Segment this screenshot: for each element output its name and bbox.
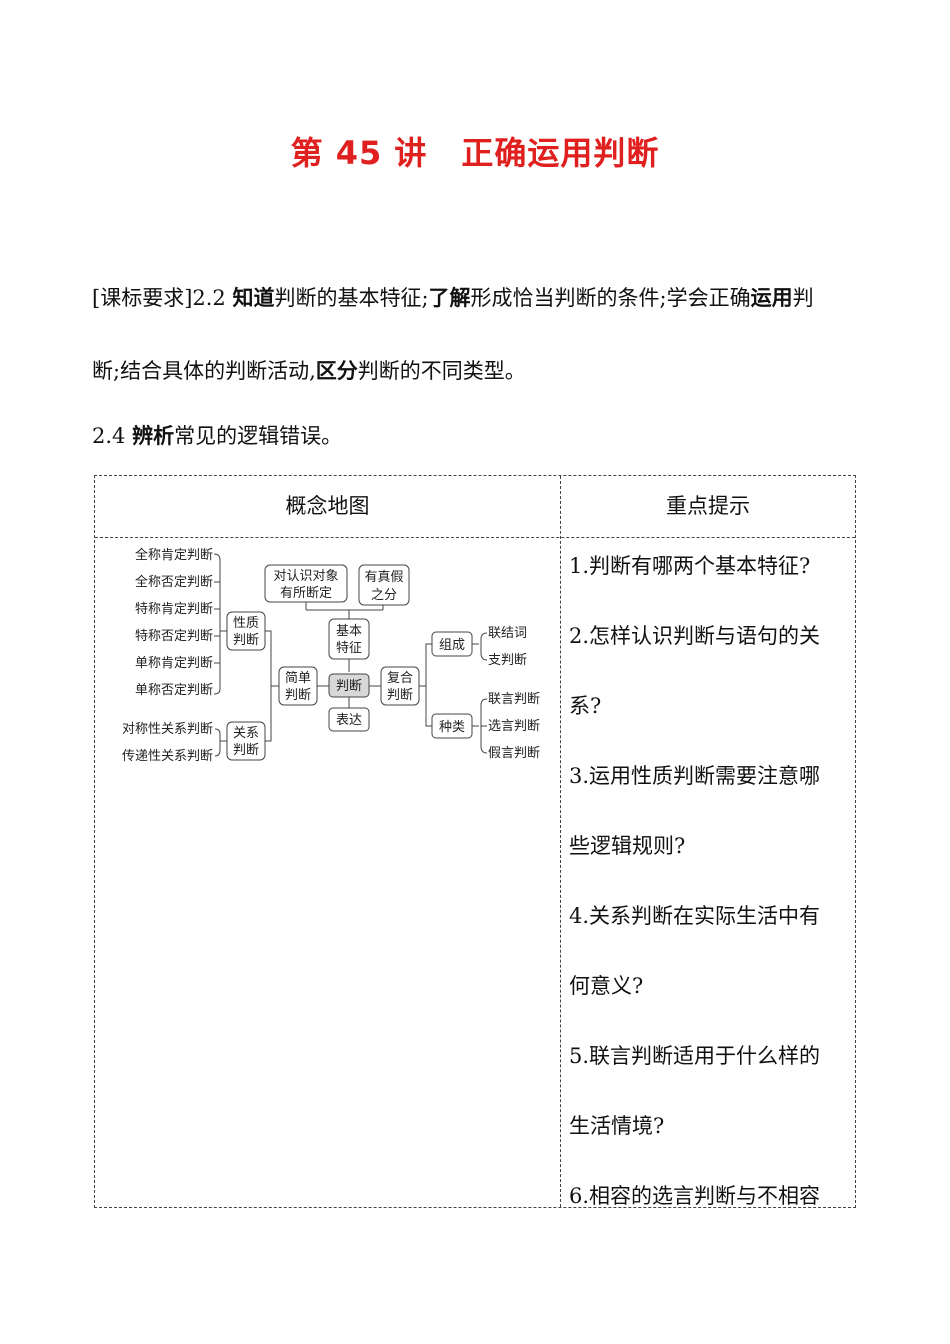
box-jiandan [278, 666, 318, 706]
box-xingzhi [226, 611, 266, 651]
map-item-quancheng-kending: 全称肯定判断 [135, 547, 213, 563]
column-divider [560, 476, 561, 1207]
requirements-line-2: 断;结合具体的判断活动,区分判断的不同类型。 [92, 359, 862, 383]
map-item-techeng-fouding: 特称否定判断 [135, 629, 213, 644]
map-item-lianyan: 联言判断 [488, 692, 540, 707]
box-zucheng [431, 631, 473, 657]
requirement-number: 2.4 [92, 424, 133, 448]
map-label-fuhe-1: 复合 [387, 671, 413, 686]
keyword-understand: 了解 [428, 286, 471, 310]
map-label-jiandan-2: 判断 [285, 688, 311, 703]
box-zhonglei [431, 713, 473, 739]
key-point-line: 3.运用性质判断需要注意哪 [569, 764, 821, 788]
map-label-xingzhi-2: 判断 [233, 633, 259, 648]
lecture-number: 第 45 讲 [290, 134, 428, 172]
box-biaoda [328, 707, 370, 732]
map-item-jiayan: 假言判断 [488, 746, 540, 761]
lecture-topic: 正确运用判断 [461, 134, 660, 172]
key-point-line: 5.联言判断适用于什么样的 [569, 1044, 821, 1068]
box-youzhen [358, 564, 410, 606]
map-item-lianjieci: 联结词 [488, 626, 527, 641]
key-point-line: 些逻辑规则? [569, 834, 686, 858]
header-concept-map: 概念地图 [285, 494, 370, 518]
map-label-youzhen-2: 之分 [371, 588, 397, 603]
keyword-distinguish: 区分 [315, 359, 358, 383]
header-divider [95, 537, 855, 538]
header-key-points: 重点提示 [666, 494, 750, 518]
box-duiren [264, 564, 348, 603]
key-point-line: 6.相容的选言判断与不相容 [569, 1184, 821, 1208]
keyword-apply: 运用 [750, 286, 793, 310]
requirements-line-3: 2.4 辨析常见的逻辑错误。 [92, 424, 862, 448]
map-item-dancheng-kending: 单称肯定判断 [135, 656, 213, 671]
key-point-line: 系? [569, 694, 602, 718]
key-point-line: 2.怎样认识判断与语句的关 [569, 624, 821, 648]
box-jiben [328, 618, 370, 660]
keyword-analyze: 辨析 [132, 424, 175, 448]
box-guanxi [226, 721, 266, 761]
requirement-number: 2.2 [192, 286, 233, 310]
key-point-line: 何意义? [569, 974, 644, 998]
map-item-dancheng-fouding: 单称否定判断 [135, 683, 213, 698]
requirement-text: 形成恰当判断的条件;学会正确 [470, 286, 751, 310]
requirement-text: 判断的不同类型。 [357, 359, 526, 383]
map-label-jiandan-1: 简单 [285, 670, 311, 686]
map-item-chuandi: 传递性关系判断 [122, 749, 213, 764]
map-item-xuanyan: 选言判断 [488, 719, 540, 734]
requirements-bracket: [课标要求] [92, 286, 193, 310]
map-label-guanxi-2: 判断 [233, 743, 259, 758]
requirements-line-1: [课标要求]2.2 知道判断的基本特征;了解形成恰当判断的条件;学会正确运用判 [92, 286, 862, 310]
requirement-text: 判 [792, 286, 814, 310]
box-fuhe [380, 666, 420, 706]
map-item-techeng-kending: 特称肯定判断 [135, 602, 213, 617]
map-label-guanxi-1: 关系 [233, 726, 259, 741]
map-item-quancheng-fouding: 全称否定判断 [135, 574, 213, 590]
box-center [328, 673, 370, 698]
map-item-duichen: 对称性关系判断 [122, 722, 213, 737]
content-table: 概念地图 重点提示 [94, 475, 856, 1208]
map-label-duiren-2: 有所断定 [280, 586, 332, 601]
map-label-duiren-1: 对认识对象 [273, 569, 338, 584]
keyword-know: 知道 [232, 286, 275, 310]
map-label-center: 判断 [336, 679, 362, 694]
map-label-zucheng: 组成 [439, 638, 465, 653]
page-title: 第 45 讲正确运用判断 [0, 128, 950, 174]
requirement-text: 常见的逻辑错误。 [174, 424, 343, 448]
key-point-line: 生活情境? [569, 1114, 665, 1138]
map-label-jiben-2: 特征 [336, 641, 362, 656]
map-label-fuhe-2: 判断 [387, 688, 413, 703]
key-points-list: 1.判断有哪两个基本特征? 2.怎样认识判断与语句的关 系? 3.运用性质判断需… [569, 548, 855, 1248]
key-point-line: 1.判断有哪两个基本特征? [569, 554, 811, 578]
map-label-youzhen-1: 有真假 [364, 570, 403, 585]
map-label-biaoda: 表达 [336, 713, 362, 728]
map-label-jiben-1: 基本 [336, 624, 362, 639]
requirement-text: 断;结合具体的判断活动, [92, 359, 316, 383]
map-item-zhipanduan: 支判断 [488, 653, 527, 668]
requirement-text: 判断的基本特征; [274, 286, 429, 310]
key-point-line: 4.关系判断在实际生活中有 [569, 904, 821, 928]
map-label-xingzhi-1: 性质 [233, 616, 259, 631]
concept-map-diagram: 全称肯定判断 全称否定判断 特称肯定判断 特称否定判断 单称肯定判断 单称否定判… [122, 547, 540, 764]
map-label-zhonglei: 种类 [439, 720, 465, 735]
